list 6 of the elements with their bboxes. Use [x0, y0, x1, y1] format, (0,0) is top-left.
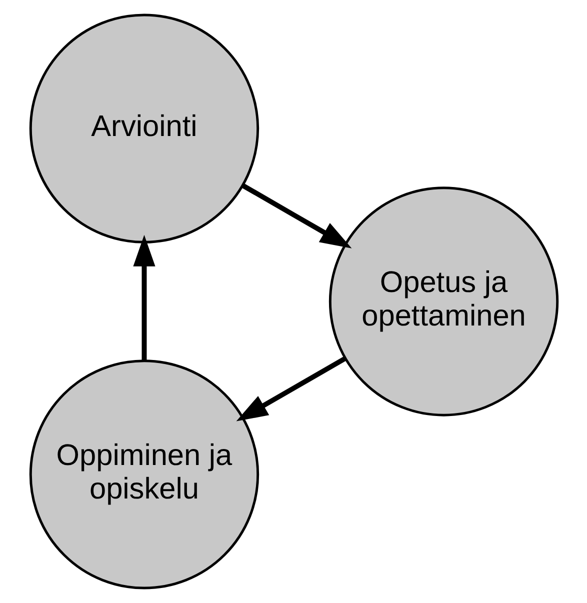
node-circle: Oppiminen ja opiskelu [28, 360, 259, 590]
node-circle: Arviointi [28, 14, 259, 244]
arrow [240, 183, 352, 248]
arrow [236, 356, 346, 422]
node-circle: Opetus ja opettaminen [328, 186, 558, 416]
arrow [132, 234, 155, 361]
